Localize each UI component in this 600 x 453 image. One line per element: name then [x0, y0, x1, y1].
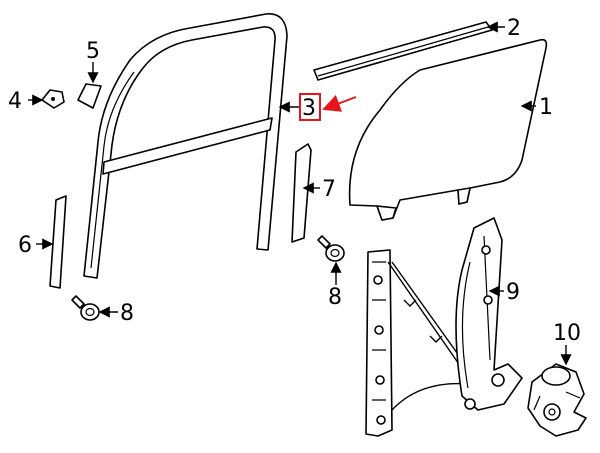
seal-part-5	[77, 83, 102, 109]
regulator-part-9	[455, 217, 523, 411]
callout-8-left: 8	[120, 301, 134, 326]
clip-part-4	[41, 89, 65, 109]
callout-4: 4	[8, 89, 22, 114]
callout-8-center: 8	[328, 285, 342, 310]
callout-9: 9	[506, 280, 520, 305]
bolt-part-8-center	[317, 235, 345, 262]
callout-7: 7	[322, 177, 336, 202]
window-glass-part-1	[348, 38, 548, 221]
callout-10: 10	[553, 321, 581, 346]
callout-5: 5	[86, 39, 100, 64]
callout-3: 3	[302, 96, 316, 121]
callout-3-highlight-box	[299, 93, 321, 121]
trim-strip-part-7	[291, 143, 312, 243]
callout-2: 2	[507, 16, 521, 41]
callout-1: 1	[539, 95, 553, 120]
window-frame-part-3	[83, 13, 288, 279]
trim-strip-part-6	[49, 195, 67, 289]
bolt-part-8-left	[71, 295, 100, 321]
leader-lines	[28, 21, 572, 366]
window-motor-part-10	[527, 363, 587, 437]
callout-6: 6	[18, 233, 32, 258]
callout-3-red-arrow	[322, 94, 357, 112]
